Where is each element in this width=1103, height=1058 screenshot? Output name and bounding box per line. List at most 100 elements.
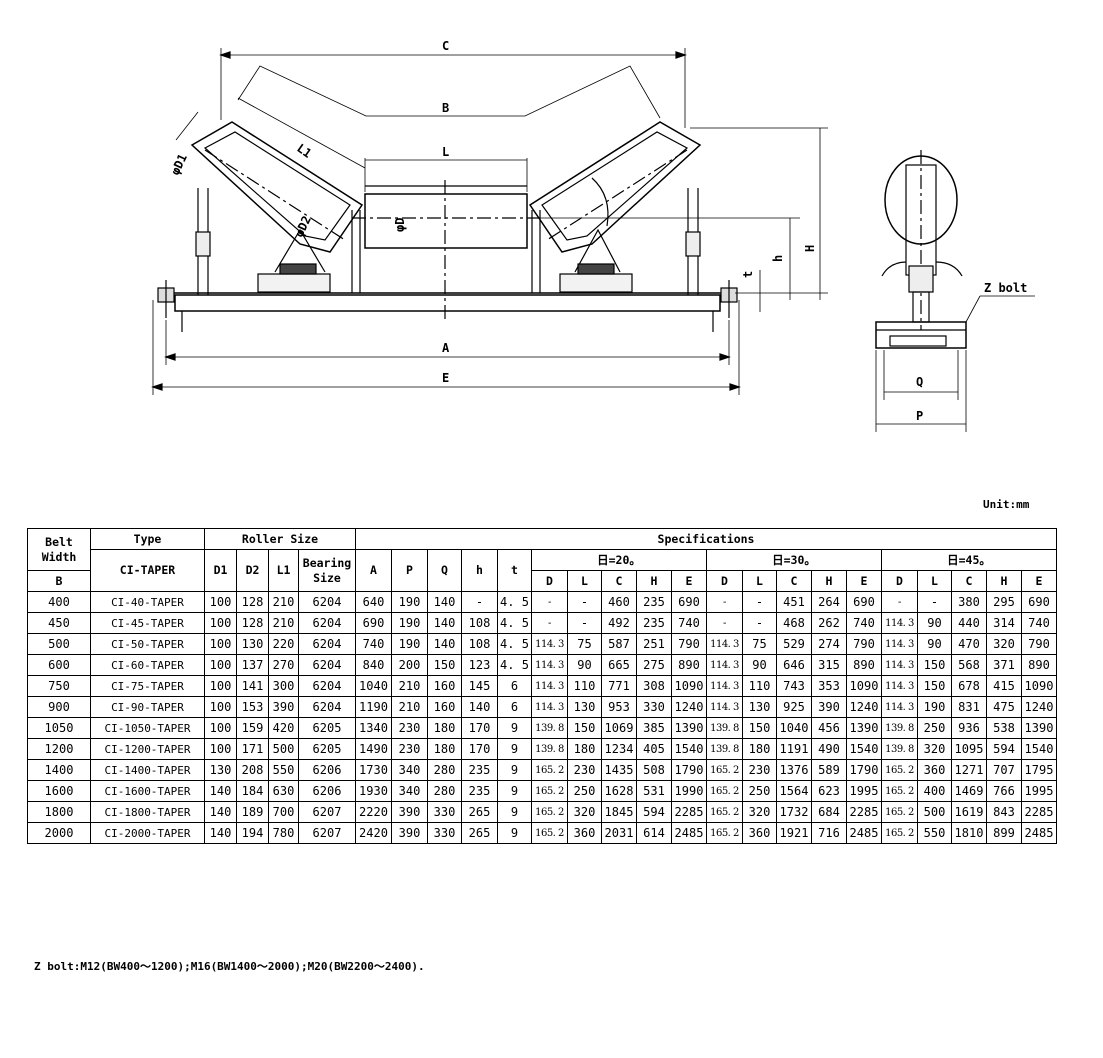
table-cell: 320 bbox=[567, 801, 602, 823]
table-cell: 6205 bbox=[298, 717, 356, 739]
dim-label-Q: Q bbox=[916, 375, 923, 389]
table-cell: 320 bbox=[917, 738, 952, 760]
table-cell: CI-1050-TAPER bbox=[90, 717, 205, 739]
header-B: B bbox=[27, 570, 91, 592]
table-cell: 1730 bbox=[355, 759, 392, 781]
header-type-sub: CI-TAPER bbox=[90, 549, 205, 592]
table-cell: 90 bbox=[917, 612, 952, 634]
header-sub-H: H bbox=[811, 570, 847, 592]
table-cell: 646 bbox=[776, 654, 812, 676]
table-cell: 165. 2 bbox=[881, 801, 918, 823]
table-cell: 6207 bbox=[298, 822, 356, 844]
header-sub-D: D bbox=[881, 570, 918, 592]
table-cell: 140 bbox=[204, 801, 237, 823]
table-cell: 1990 bbox=[671, 780, 707, 802]
table-cell: - bbox=[706, 612, 743, 634]
header-sub-E: E bbox=[671, 570, 707, 592]
table-cell: 440 bbox=[951, 612, 987, 634]
table-cell: 2285 bbox=[846, 801, 882, 823]
table-cell: 6206 bbox=[298, 780, 356, 802]
table-cell: 140 bbox=[204, 822, 237, 844]
table-cell: 450 bbox=[27, 612, 91, 634]
table-cell: 614 bbox=[636, 822, 672, 844]
table-cell: 890 bbox=[846, 654, 882, 676]
table-cell: 508 bbox=[636, 759, 672, 781]
table-cell: 936 bbox=[951, 717, 987, 739]
table-cell: 4. 5 bbox=[497, 633, 532, 655]
table-cell: 140 bbox=[427, 633, 462, 655]
table-cell: 235 bbox=[636, 612, 672, 634]
table-cell: 2031 bbox=[601, 822, 637, 844]
header-angle-45: 日=45。 bbox=[881, 549, 1057, 571]
table-cell: 594 bbox=[986, 738, 1022, 760]
table-cell: 4. 5 bbox=[497, 591, 532, 613]
table-cell: 6205 bbox=[298, 738, 356, 760]
table-cell: 108 bbox=[461, 633, 498, 655]
table-cell: - bbox=[706, 591, 743, 613]
table-cell: 665 bbox=[601, 654, 637, 676]
table-cell: 1090 bbox=[671, 675, 707, 697]
table-cell: 589 bbox=[811, 759, 847, 781]
table-cell: 235 bbox=[636, 591, 672, 613]
header-P: P bbox=[391, 549, 428, 592]
table-cell: 1271 bbox=[951, 759, 987, 781]
table-cell: 1600 bbox=[27, 780, 91, 802]
table-cell: 1540 bbox=[671, 738, 707, 760]
table-cell: 265 bbox=[461, 801, 498, 823]
table-cell: CI-60-TAPER bbox=[90, 654, 205, 676]
table-cell: 90 bbox=[567, 654, 602, 676]
table-cell: 390 bbox=[268, 696, 299, 718]
table-cell: 159 bbox=[236, 717, 269, 739]
table-cell: 1930 bbox=[355, 780, 392, 802]
table-cell: 630 bbox=[268, 780, 299, 802]
header-bearing-size: Bearing Size bbox=[298, 549, 356, 592]
table-cell: 180 bbox=[742, 738, 777, 760]
header-angle-20: 日=20。 bbox=[531, 549, 707, 571]
header-specifications: Specifications bbox=[355, 528, 1057, 550]
table-cell: 150 bbox=[427, 654, 462, 676]
table-cell: 353 bbox=[811, 675, 847, 697]
table-cell: 1190 bbox=[355, 696, 392, 718]
header-t: t bbox=[497, 549, 532, 592]
table-cell: 100 bbox=[204, 696, 237, 718]
table-cell: 140 bbox=[461, 696, 498, 718]
table-cell: 139. 8 bbox=[531, 738, 568, 760]
table-cell: 360 bbox=[742, 822, 777, 844]
table-cell: 420 bbox=[268, 717, 299, 739]
table-cell: 1095 bbox=[951, 738, 987, 760]
table-cell: 1540 bbox=[1021, 738, 1057, 760]
header-sub-C: C bbox=[776, 570, 812, 592]
table-cell: 690 bbox=[846, 591, 882, 613]
table-cell: - bbox=[531, 591, 568, 613]
table-cell: 123 bbox=[461, 654, 498, 676]
table-cell: 1090 bbox=[1021, 675, 1057, 697]
table-cell: 308 bbox=[636, 675, 672, 697]
table-cell: 114. 3 bbox=[531, 675, 568, 697]
table-cell: 90 bbox=[742, 654, 777, 676]
table-cell: 623 bbox=[811, 780, 847, 802]
table-cell: 360 bbox=[567, 822, 602, 844]
table-cell: 468 bbox=[776, 612, 812, 634]
header-sub-C: C bbox=[951, 570, 987, 592]
header-h: h bbox=[461, 549, 498, 592]
table-cell: 500 bbox=[917, 801, 952, 823]
table-cell: 170 bbox=[461, 738, 498, 760]
header-Q: Q bbox=[427, 549, 462, 592]
table-cell: 184 bbox=[236, 780, 269, 802]
table-cell: 2485 bbox=[846, 822, 882, 844]
table-cell: 390 bbox=[391, 822, 428, 844]
table-cell: 250 bbox=[742, 780, 777, 802]
table-cell: 1400 bbox=[27, 759, 91, 781]
table-cell: 550 bbox=[917, 822, 952, 844]
table-cell: 716 bbox=[811, 822, 847, 844]
table-cell: 1090 bbox=[846, 675, 882, 697]
table-cell: 90 bbox=[917, 633, 952, 655]
table-cell: 114. 3 bbox=[706, 654, 743, 676]
table-cell: 128 bbox=[236, 591, 269, 613]
table-cell: CI-40-TAPER bbox=[90, 591, 205, 613]
table-cell: 1376 bbox=[776, 759, 812, 781]
table-cell: 529 bbox=[776, 633, 812, 655]
